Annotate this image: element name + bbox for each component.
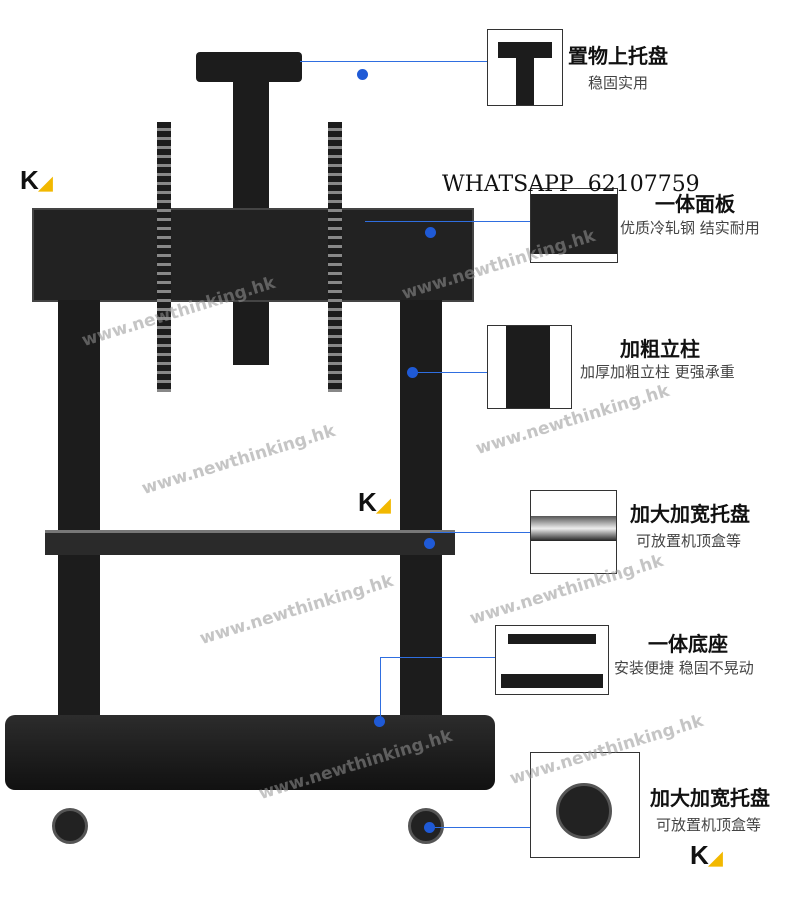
- thumb-panel: [530, 188, 618, 263]
- feature-title: 加粗立柱: [620, 337, 700, 361]
- feature-subtitle: 可放置机顶盒等: [656, 816, 762, 834]
- feature-title: 置物上托盘: [568, 44, 668, 68]
- thumb-base: [495, 625, 609, 695]
- thumb-caster: [530, 752, 640, 858]
- thumb-column: [487, 325, 572, 409]
- watermark: www.newthinking.hk: [197, 571, 396, 649]
- feature-title: 一体底座: [648, 632, 728, 656]
- feature-subtitle: 可放置机顶盒等: [636, 532, 742, 550]
- thumb-middle-tray: [530, 490, 617, 574]
- feature-title: 加大加宽托盘: [650, 786, 770, 810]
- feature-subtitle: 优质冷轧钢 结实耐用: [620, 219, 760, 237]
- brand-logo: K◢: [358, 487, 391, 517]
- brand-logo: K◢: [690, 840, 723, 870]
- feature-title: 加大加宽托盘: [630, 502, 750, 526]
- feature-subtitle: 加厚加粗立柱 更强承重: [580, 363, 735, 381]
- brand-logo: K◢: [20, 165, 53, 195]
- watermark: www.newthinking.hk: [139, 421, 338, 499]
- logo-text: K: [358, 487, 377, 517]
- logo-text: K: [20, 165, 39, 195]
- thumb-top-tray: [487, 29, 563, 106]
- feature-subtitle: 安装便捷 稳固不晃动: [614, 659, 754, 677]
- feature-title: 一体面板: [655, 192, 735, 216]
- logo-text: K: [690, 840, 709, 870]
- contact-text: WHATSAPP 62107759: [442, 172, 700, 197]
- feature-subtitle: 稳固实用: [588, 74, 649, 92]
